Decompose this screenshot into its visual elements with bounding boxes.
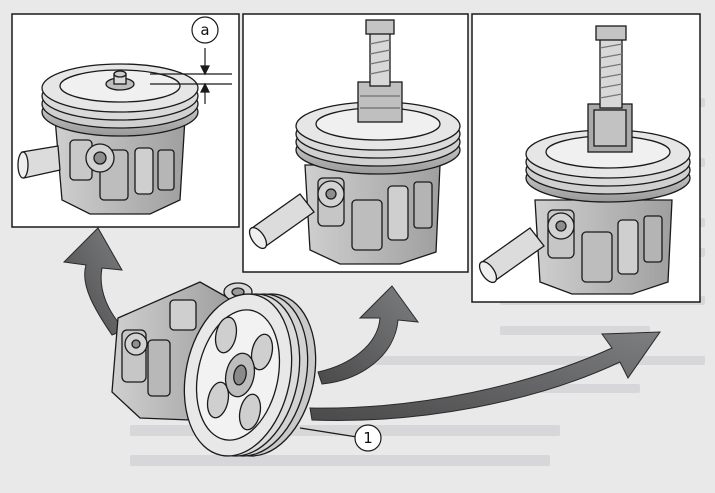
callout-1-marker <box>299 424 382 452</box>
dimension-a-marker <box>150 16 232 104</box>
pulley-illustration <box>295 101 461 175</box>
pulley-illustration <box>525 129 691 203</box>
arrow-to-panel-3 <box>309 331 661 421</box>
pump-body-illustration <box>248 164 441 265</box>
callout-a-label: a <box>200 21 209 39</box>
pulley-illustration <box>41 63 199 137</box>
puller-tool-illustration <box>357 19 403 123</box>
press-tool-illustration <box>587 25 633 153</box>
arrow-to-panel-2 <box>317 285 420 385</box>
arrow-to-panel-1 <box>62 227 126 336</box>
main-pump-illustration <box>111 281 317 457</box>
pump-body-illustration <box>478 199 673 295</box>
step-arrows <box>62 227 661 421</box>
panel-step-3 <box>471 13 701 303</box>
pump-body-illustration <box>17 117 186 215</box>
callout-1-label: 1 <box>363 429 373 447</box>
panel-step-1: a <box>11 13 240 228</box>
panel-step-2 <box>242 13 469 273</box>
